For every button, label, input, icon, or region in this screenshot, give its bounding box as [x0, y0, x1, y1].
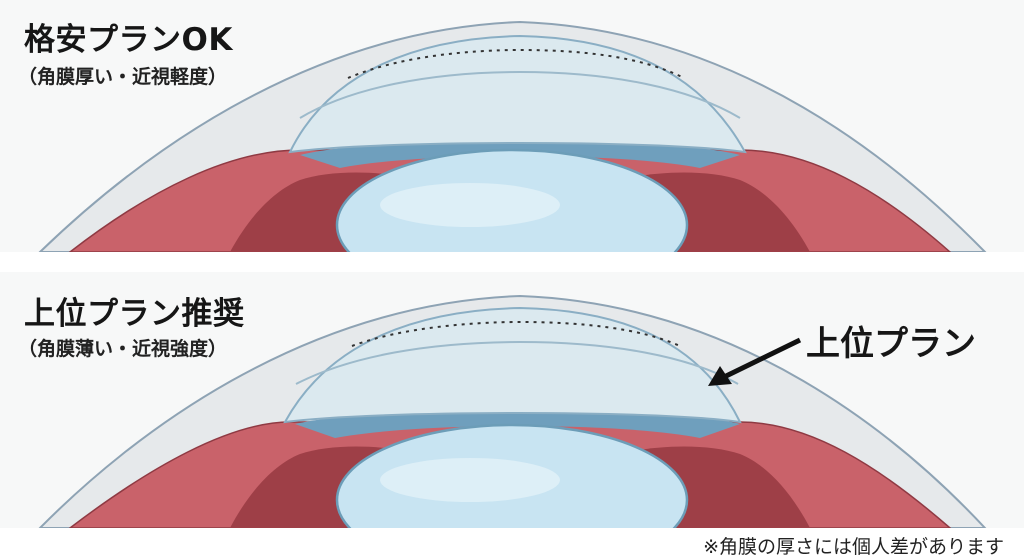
cornea	[283, 306, 742, 424]
flap-cut-line	[351, 320, 681, 347]
bottom-heading: 上位プラン推奨	[24, 296, 245, 332]
panel-thin-cornea: 上位プラン推奨 （角膜薄い・近視強度） 上位プラン	[0, 272, 1024, 528]
anterior-chamber-band	[295, 409, 740, 438]
callout-arrow-line	[720, 337, 802, 381]
cornea	[288, 34, 747, 154]
eye-cross-section-thin	[38, 294, 987, 528]
cornea-inner-line	[295, 340, 739, 385]
eye-cross-section-thick	[38, 20, 987, 252]
footnote: ※角膜の厚さには個人差があります	[703, 536, 1004, 558]
cornea-inner-line	[299, 70, 741, 119]
lens-highlight	[380, 183, 560, 227]
top-subheading: （角膜厚い・近視軽度）	[18, 66, 228, 88]
callout-label: 上位プラン	[806, 324, 976, 364]
top-heading: 格安プランOK	[24, 22, 233, 58]
bottom-subheading: （角膜薄い・近視強度）	[18, 338, 228, 360]
callout-arrowhead	[708, 366, 732, 386]
lens-highlight	[380, 458, 560, 502]
panel-thick-cornea: 格安プランOK （角膜厚い・近視軽度）	[0, 0, 1024, 252]
